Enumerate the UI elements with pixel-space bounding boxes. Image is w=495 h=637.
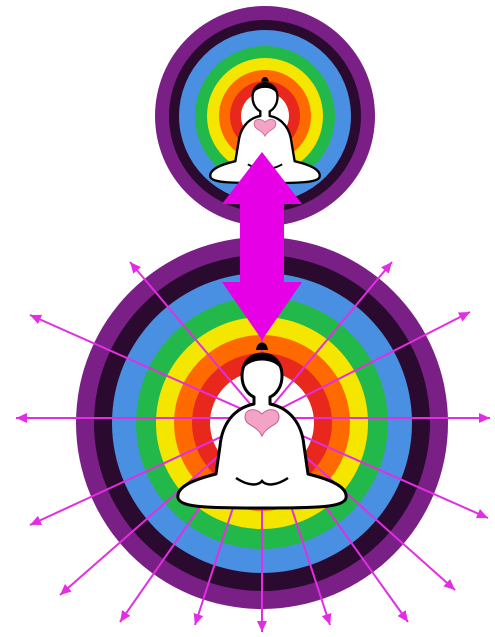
ray-arrowhead-2 bbox=[16, 413, 27, 423]
ray-arrowhead-4 bbox=[120, 610, 130, 622]
ray-arrowhead-15 bbox=[322, 613, 332, 625]
ray-arrowhead-14 bbox=[194, 613, 204, 625]
ray-arrowhead-6 bbox=[398, 610, 408, 622]
ray-arrowhead-8 bbox=[479, 413, 490, 423]
ray-arrowhead-5 bbox=[257, 621, 267, 632]
